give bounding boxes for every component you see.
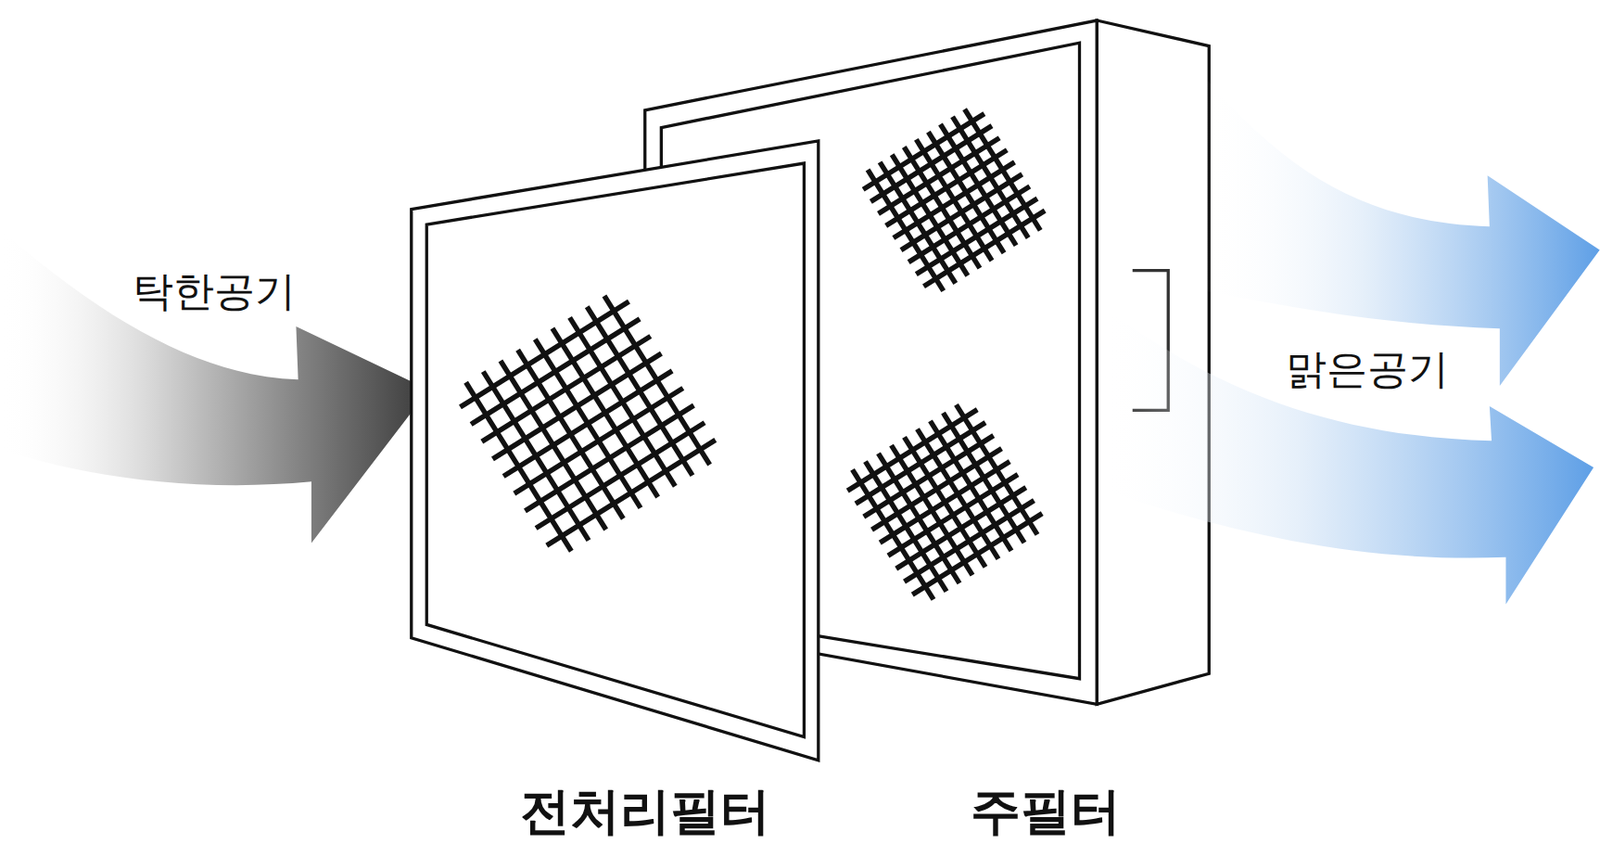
clean-air-arrow xyxy=(1204,76,1600,386)
mesh-grid xyxy=(450,286,725,561)
mesh-strand xyxy=(570,317,676,486)
main-filter-label: 주필터 xyxy=(970,783,1121,839)
mesh-strand xyxy=(930,420,1012,551)
mesh-strand xyxy=(965,109,1042,231)
mesh-strand xyxy=(604,295,711,465)
mesh-strand xyxy=(952,116,1029,239)
main-filter-mesh xyxy=(839,101,1054,609)
mesh-grid xyxy=(855,101,1053,299)
outlet-air-label: 맑은공기 xyxy=(1285,346,1449,392)
pre-filter xyxy=(411,140,819,761)
dirty-air-arrow xyxy=(0,229,429,544)
clean-air-arrow xyxy=(1102,305,1594,604)
pre-filter-mesh xyxy=(450,286,725,561)
mesh-strand xyxy=(943,412,1025,543)
mesh-strand xyxy=(956,404,1038,534)
pre-filter-label: 전처리필터 xyxy=(520,783,771,839)
inlet-air-label: 탁한공기 xyxy=(132,268,296,314)
mesh-strand xyxy=(586,306,693,476)
mesh-strand xyxy=(939,124,1016,246)
mesh-grid xyxy=(839,396,1051,608)
